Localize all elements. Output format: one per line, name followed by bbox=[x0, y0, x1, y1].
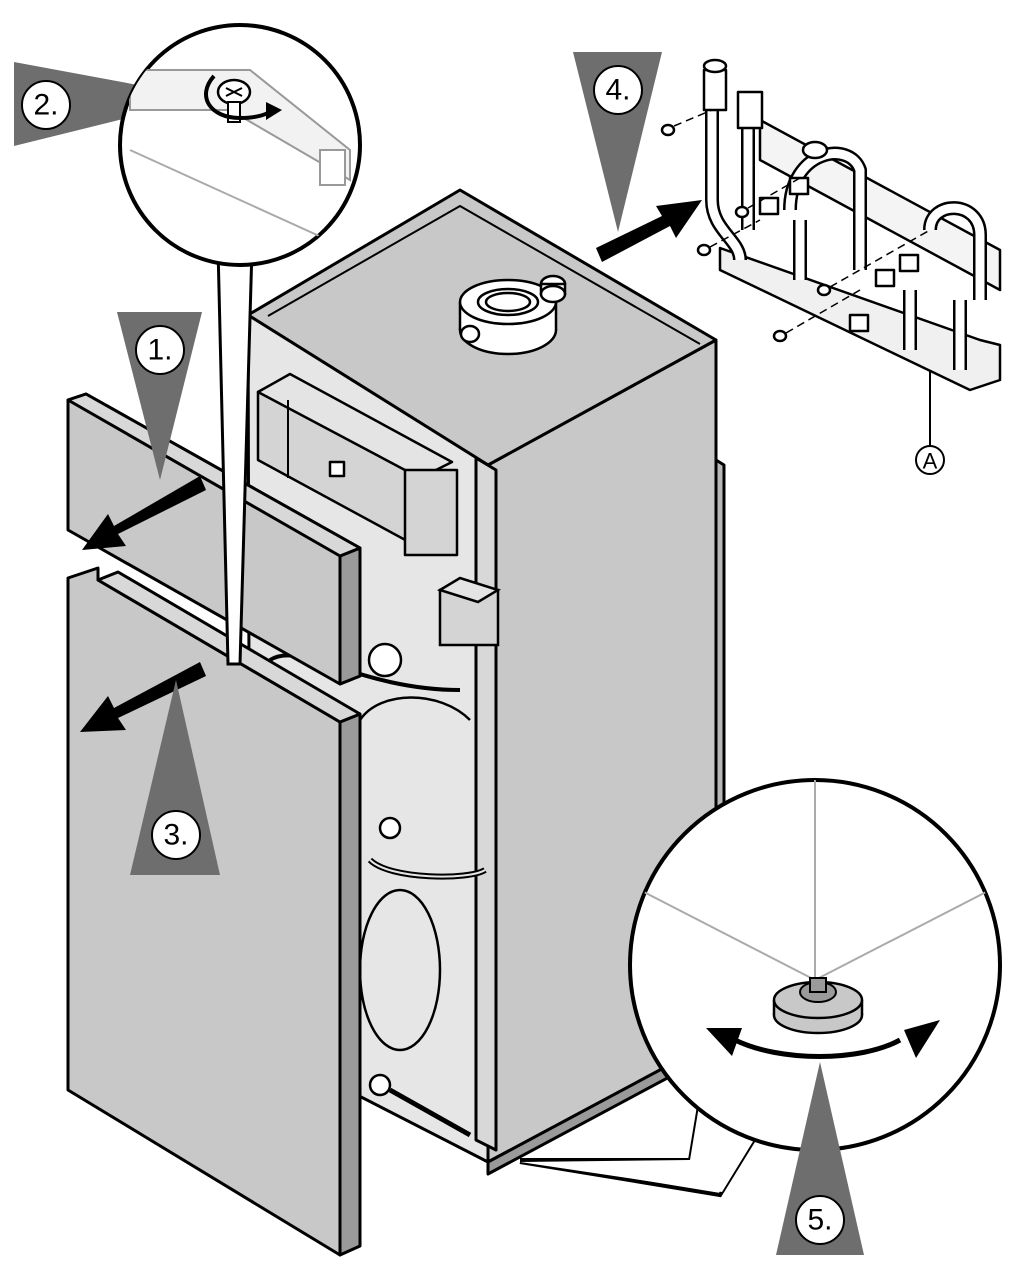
step-2-triangle bbox=[14, 62, 208, 146]
pipe-manifold bbox=[660, 58, 1002, 445]
manifold-riser-1-fill bbox=[707, 110, 745, 261]
seal-ring-3 bbox=[696, 243, 712, 257]
screw-rotation-arrow-head bbox=[266, 102, 282, 120]
alignment-line-3 bbox=[709, 219, 761, 248]
front-top-panel-side bbox=[338, 546, 362, 686]
step-1-circle bbox=[135, 325, 185, 375]
tank-fitting bbox=[378, 816, 402, 840]
fitting-4 bbox=[898, 253, 920, 273]
fitting-1 bbox=[758, 196, 780, 216]
front-top-panel bbox=[66, 392, 362, 686]
tank-outline-upper bbox=[358, 696, 471, 721]
zoom-screw-leader bbox=[216, 247, 254, 666]
step-5-circle bbox=[795, 1195, 845, 1245]
safety-valve-cap bbox=[702, 58, 728, 74]
fitting-3 bbox=[874, 268, 896, 288]
alignment-line-4 bbox=[829, 229, 931, 288]
step-4-badge: 4. bbox=[573, 52, 662, 232]
seal-ring-1 bbox=[660, 123, 676, 137]
callout-a-circle bbox=[915, 445, 945, 475]
boiler-top-lip bbox=[267, 205, 701, 345]
foot-rotation-head-left bbox=[706, 1028, 742, 1056]
arrow-step-1 bbox=[82, 476, 206, 550]
step-3-circle bbox=[151, 810, 201, 860]
arrow-step-4-shape bbox=[596, 200, 702, 262]
screw-rotation-arrow bbox=[204, 74, 274, 121]
pipe-block-top bbox=[436, 576, 502, 604]
step-2-badge: 2. bbox=[14, 62, 208, 146]
top-small-cap-bottom bbox=[539, 284, 567, 304]
screw-slot-b bbox=[225, 87, 243, 97]
flue-connection bbox=[458, 274, 567, 356]
tank-bottom-drain bbox=[388, 1087, 472, 1138]
step-5-badge: 5. bbox=[776, 1062, 864, 1255]
manifold-loop-2-fill bbox=[925, 203, 985, 300]
callout-a: A bbox=[915, 445, 945, 475]
arrow-step-1-shape bbox=[82, 476, 206, 550]
control-module-indicator bbox=[328, 460, 346, 478]
foot-edge-left bbox=[639, 889, 816, 981]
step-3-label: 3. bbox=[163, 819, 188, 852]
step-5-label: 5. bbox=[807, 1204, 832, 1237]
pipe-housing-block bbox=[436, 576, 502, 647]
step-5-triangle bbox=[776, 1062, 864, 1255]
seal-ring-2 bbox=[734, 205, 750, 219]
safety-valve-body bbox=[702, 68, 728, 112]
step-1-label: 1. bbox=[147, 334, 172, 367]
foot-rotation-head-right bbox=[904, 1020, 940, 1058]
control-module bbox=[256, 372, 459, 557]
zoom-screw-panel-edge bbox=[129, 149, 351, 251]
alignment-line-5 bbox=[785, 289, 861, 334]
flue-inner-opening bbox=[484, 291, 532, 313]
arrow-step-3 bbox=[80, 662, 206, 732]
tank-pump bbox=[367, 642, 403, 678]
arrow-step-4 bbox=[596, 200, 702, 262]
seal-ring-4 bbox=[816, 283, 832, 297]
zoom-screw-panel-lip bbox=[319, 149, 346, 186]
arrow-step-3-shape bbox=[80, 662, 206, 732]
front-top-panel-top bbox=[66, 392, 362, 558]
front-lower-panel-side bbox=[338, 712, 362, 1257]
tank-bottom-fitting bbox=[368, 1073, 392, 1097]
foot-edge-right bbox=[814, 889, 991, 981]
ball-valve-handle bbox=[801, 140, 829, 160]
step-4-circle bbox=[593, 65, 643, 115]
alignment-line-2 bbox=[747, 177, 801, 209]
step-3-badge: 3. bbox=[130, 680, 220, 875]
control-module-top bbox=[256, 372, 454, 480]
fitting-2 bbox=[788, 176, 810, 196]
step-2-circle bbox=[21, 80, 71, 130]
zoom-detail-foot bbox=[519, 778, 1002, 1198]
step-4-label: 4. bbox=[605, 74, 630, 107]
alignment-line-1 bbox=[673, 109, 713, 127]
zoom-detail-screw bbox=[118, 23, 362, 666]
callout-a-label: A bbox=[923, 449, 938, 474]
front-lower-panel bbox=[66, 566, 362, 1257]
step-1-badge: 1. bbox=[117, 312, 202, 480]
step-2-label: 2. bbox=[33, 89, 58, 122]
flue-test-port bbox=[459, 324, 481, 344]
boiler-front-frame bbox=[474, 456, 498, 1152]
zoom-foot-leader-fill bbox=[520, 1100, 760, 1192]
fitting-5 bbox=[848, 313, 870, 333]
zoom-screw-panel-top bbox=[129, 69, 351, 182]
foot-rotation-arc bbox=[733, 1037, 902, 1059]
control-module-connector bbox=[403, 468, 459, 557]
foot-bolt bbox=[809, 977, 827, 993]
seal-ring-5 bbox=[772, 329, 788, 343]
tank-pipe-inner bbox=[369, 859, 486, 878]
air-vent bbox=[736, 90, 764, 130]
